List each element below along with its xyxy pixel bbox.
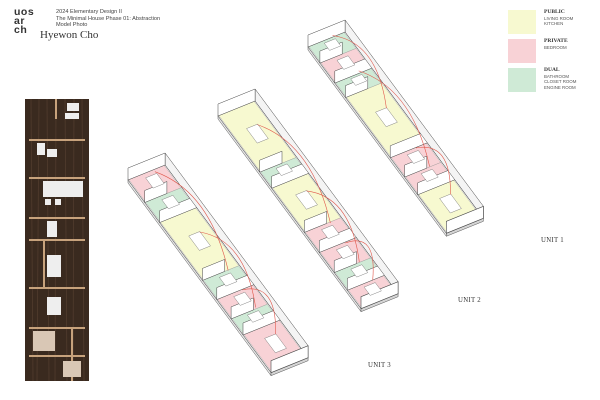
legend-title-dual: DUAL (544, 67, 560, 73)
unit-1-model (307, 19, 484, 238)
legend-item: ENGINE ROOM (544, 84, 576, 90)
legend-items-private: BEDROOM (544, 45, 567, 50)
project-title: The Minimal House Phase 01: Abstraction (56, 15, 161, 22)
end-wall (307, 19, 346, 48)
unit-2-label: UNIT 2 (458, 297, 482, 304)
legend-item: BATHROOM (544, 74, 570, 79)
partition-wall (230, 297, 254, 320)
legend-title-public: PUBLIC (544, 9, 565, 15)
furniture-block (188, 231, 211, 251)
partition-wall (304, 211, 327, 233)
furniture-block (219, 272, 238, 287)
furniture-block (145, 173, 165, 189)
logo-line: uos (14, 6, 35, 18)
unit-3-model (127, 152, 309, 377)
furniture-block (406, 150, 426, 164)
logo-line: ch (14, 24, 28, 36)
furniture-block (323, 38, 342, 51)
adjacency-arc (257, 124, 331, 224)
legend-item: LIVING ROOM (544, 16, 574, 21)
adjacency-arc (242, 288, 276, 335)
legend-swatch-dual (508, 68, 536, 92)
furniture-block (264, 333, 287, 354)
legend-item: BEDROOM (544, 45, 567, 50)
adjacency-arc (332, 35, 387, 109)
furniture-block (321, 224, 340, 239)
partition-wall (144, 181, 168, 203)
furniture-block (350, 74, 368, 86)
legend-item: CLOSET ROOM (544, 79, 577, 85)
adjacency-arcs (154, 35, 451, 335)
furniture-block (246, 123, 269, 144)
furniture-block (336, 245, 355, 260)
furniture-block (363, 282, 382, 296)
legend-swatch-private (508, 39, 536, 63)
page-subtitle: Model Photo (56, 22, 88, 29)
partition-wall (202, 259, 225, 281)
legend-swatch-public (508, 10, 536, 34)
furniture-block (439, 193, 462, 214)
legend-item: KITCHEN (544, 21, 564, 27)
furniture-block (350, 264, 369, 278)
furniture-block (295, 190, 318, 210)
end-wall (360, 281, 399, 310)
furniture-block (161, 195, 180, 210)
end-wall (217, 88, 256, 117)
model-furniture (37, 103, 83, 315)
model-bed-frames (33, 331, 81, 377)
adjacency-arc (199, 231, 256, 308)
furniture-block (336, 55, 356, 70)
project-info: 2024 Elementary Design II The Minimal Ho… (56, 9, 160, 29)
furniture-block (233, 291, 252, 306)
unit-3-label: UNIT 3 (368, 362, 392, 369)
unit-2-model (217, 88, 399, 313)
adjacency-arc (358, 70, 430, 167)
adjacency-arc (415, 146, 451, 195)
furniture-block (420, 168, 439, 182)
partition-wall (333, 251, 357, 273)
legend-title-private: PRIVATE (544, 38, 568, 44)
course-title: 2024 Elementary Design II (56, 9, 122, 15)
units-layer (127, 19, 484, 377)
partition-wall (259, 150, 283, 173)
end-wall (127, 152, 166, 181)
unit-1-label: UNIT 1 (541, 237, 565, 244)
author-name: Hyewon Cho (40, 29, 99, 41)
model-photo (25, 99, 89, 381)
furniture-block (375, 107, 398, 127)
legend-items-public: LIVING ROOM KITCHEN (544, 16, 573, 27)
university-logo: uos ar ch (14, 6, 44, 36)
furniture-block (275, 163, 293, 176)
logo-line: ar (14, 15, 25, 27)
end-wall (270, 345, 309, 374)
adjacency-arc (306, 190, 360, 262)
adjacency-arc (154, 171, 229, 271)
legend-items-dual: BATHROOM CLOSET ROOM ENGINE ROOM (544, 74, 576, 90)
end-wall (445, 205, 484, 234)
model-walls (29, 99, 85, 381)
adjacency-arc (345, 240, 374, 281)
furniture-block (247, 310, 265, 323)
